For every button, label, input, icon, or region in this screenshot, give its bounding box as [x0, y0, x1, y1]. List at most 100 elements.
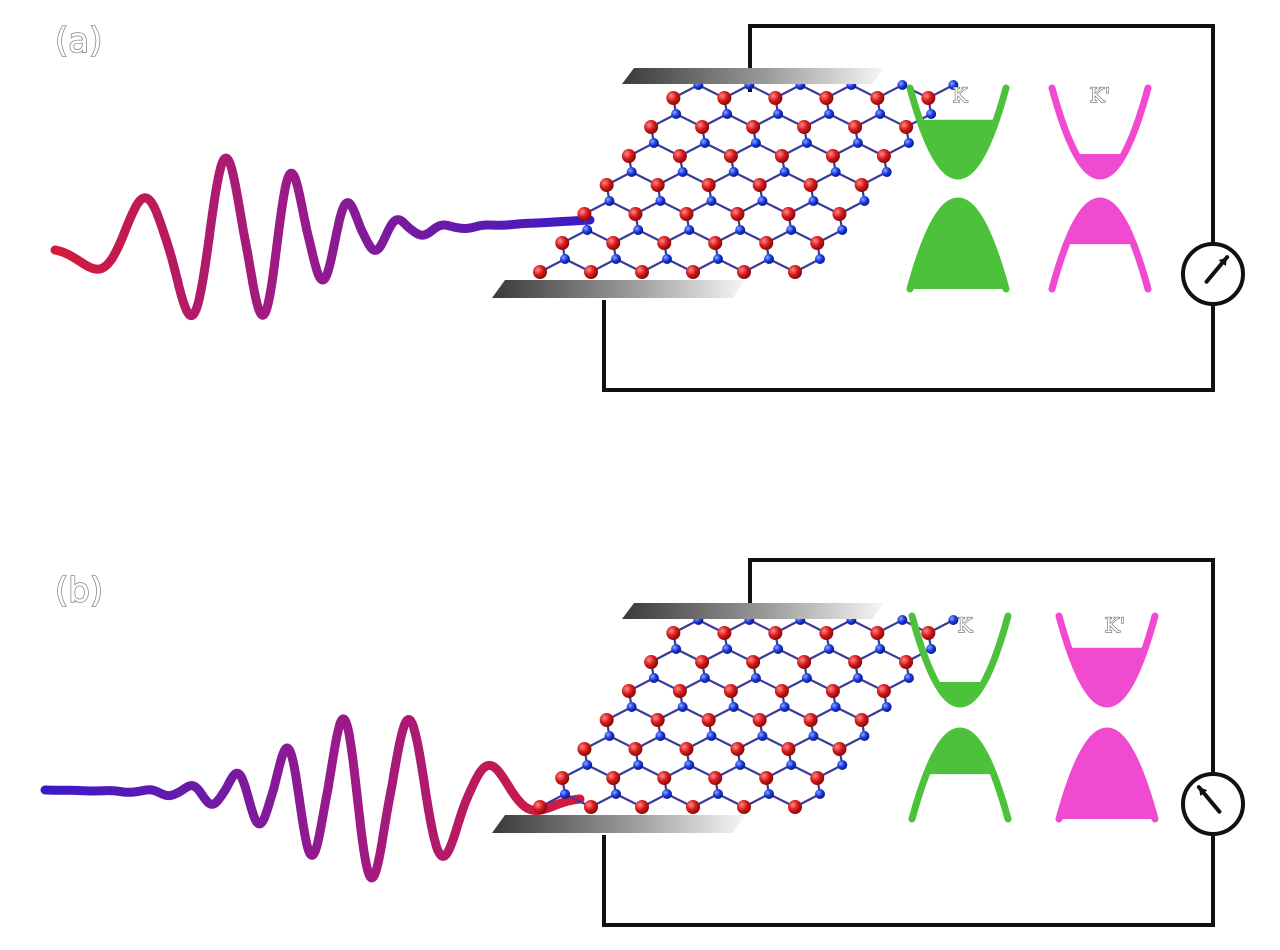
- k-valence-band: [906, 197, 1010, 293]
- atom-blue: [582, 225, 593, 235]
- atom-red: [599, 713, 614, 727]
- atom-blue: [779, 167, 790, 177]
- atom-blue: [801, 138, 812, 148]
- atom-blue: [633, 225, 644, 235]
- band-filling: [926, 731, 994, 775]
- atom-blue: [626, 167, 637, 177]
- atom-blue: [773, 109, 784, 119]
- atom-blue: [604, 731, 615, 741]
- atom-blue: [897, 615, 908, 625]
- atom-blue: [815, 789, 825, 799]
- light-pulse: [50, 153, 595, 321]
- atom-red: [921, 91, 936, 105]
- atom-red: [759, 771, 774, 785]
- panel-a: (a) K K': [50, 20, 1245, 392]
- atom-blue: [926, 644, 937, 654]
- atom-red: [810, 236, 825, 250]
- atom-blue: [611, 254, 621, 264]
- atom-red: [774, 149, 789, 163]
- lattice-bonds: [539, 619, 954, 808]
- k-conduction-band: [906, 84, 1010, 180]
- atom-blue: [611, 789, 621, 799]
- atom-red: [781, 207, 796, 221]
- atom-blue: [948, 615, 959, 625]
- atom-blue: [662, 789, 672, 799]
- atom-red: [737, 800, 751, 814]
- atom-red: [635, 800, 649, 814]
- lattice-bonds: [539, 84, 954, 273]
- atom-blue: [852, 673, 863, 683]
- atom-blue: [648, 138, 659, 148]
- atom-red: [832, 742, 847, 756]
- atom-blue: [875, 644, 886, 654]
- atom-blue: [881, 702, 892, 712]
- atom-red: [876, 684, 891, 698]
- atom-red: [899, 120, 914, 134]
- atom-red: [577, 742, 592, 756]
- atom-red: [606, 771, 621, 785]
- atom-blue: [722, 109, 733, 119]
- atom-blue: [677, 702, 688, 712]
- panel-b: (b) K K': [40, 558, 1245, 927]
- band-curve: [1048, 84, 1152, 180]
- crystal-lattice: [533, 615, 959, 814]
- atom-blue: [706, 731, 717, 741]
- atom-red: [533, 800, 547, 814]
- atom-red: [650, 178, 665, 192]
- atom-red: [803, 178, 818, 192]
- atom-red: [899, 655, 914, 669]
- atom-red: [657, 236, 672, 250]
- wave-path: [50, 153, 595, 321]
- atom-red: [672, 149, 687, 163]
- atom-red: [679, 742, 694, 756]
- atom-red: [803, 713, 818, 727]
- atom-red: [768, 626, 783, 640]
- atom-blue: [735, 225, 746, 235]
- atom-blue: [779, 702, 790, 712]
- valley-k: K: [906, 82, 1010, 293]
- atom-blue: [815, 254, 825, 264]
- atom-red: [555, 236, 570, 250]
- atom-blue: [875, 109, 886, 119]
- band-curve: [1055, 727, 1159, 823]
- atom-blue: [699, 673, 710, 683]
- atom-red: [737, 265, 751, 279]
- atom-blue: [764, 254, 774, 264]
- atom-blue: [757, 731, 768, 741]
- atom-red: [746, 655, 761, 669]
- atom-blue: [750, 138, 761, 148]
- band-curve: [906, 84, 1010, 180]
- atom-red: [848, 120, 863, 134]
- atom-red: [635, 265, 649, 279]
- atom-blue: [837, 225, 848, 235]
- atom-red: [819, 626, 834, 640]
- k-prime-valence-band: [1048, 197, 1152, 293]
- atom-blue: [582, 760, 593, 770]
- atom-red: [788, 800, 802, 814]
- atom-red: [679, 207, 694, 221]
- atom-blue: [830, 702, 841, 712]
- atom-blue: [713, 254, 723, 264]
- atom-red: [854, 178, 869, 192]
- k-prime-conduction-band: [1055, 612, 1159, 708]
- band-filling: [919, 119, 997, 176]
- atom-red: [708, 236, 723, 250]
- circuit-wire: [602, 558, 1215, 927]
- band-filling: [1068, 647, 1146, 704]
- atom-red: [533, 265, 547, 279]
- atom-blue: [560, 254, 570, 264]
- atom-blue: [671, 109, 682, 119]
- atom-red: [810, 771, 825, 785]
- meter-needle-tip: [1198, 787, 1208, 797]
- light-pulse: [40, 714, 585, 883]
- atom-blue: [699, 138, 710, 148]
- atom-red: [870, 626, 885, 640]
- atom-red: [746, 120, 761, 134]
- band-curve: [1055, 612, 1159, 708]
- atom-red: [584, 265, 598, 279]
- atom-red: [628, 207, 643, 221]
- atom-red: [876, 149, 891, 163]
- atom-blue: [662, 254, 672, 264]
- atom-red: [752, 713, 767, 727]
